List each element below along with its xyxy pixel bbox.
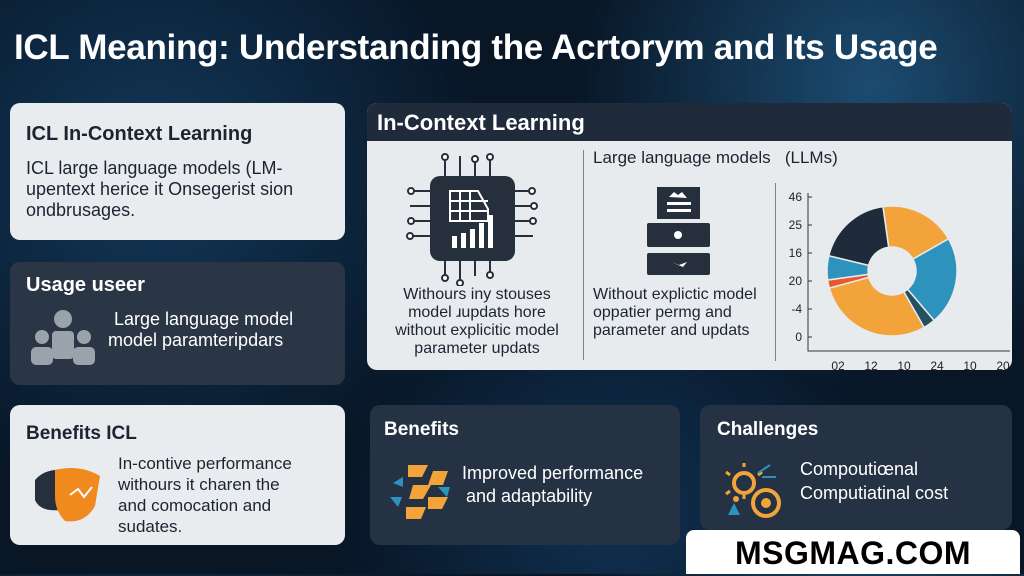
text-line: ondbrusages. <box>26 200 136 220</box>
y-tick-label: 0 <box>795 330 802 344</box>
donut-slice-orange-bottom <box>828 276 926 337</box>
puzzle-arrows-icon <box>390 465 450 519</box>
text-line: and comocation and <box>118 496 272 515</box>
card-heading: Usage useer <box>26 274 145 296</box>
chip-chart-icon <box>406 153 538 286</box>
card-body: In-contive performance withours it chare… <box>118 453 292 537</box>
card-body: Large language model model paramteripdar… <box>108 309 293 351</box>
text-line: withours it charen the <box>118 475 280 494</box>
card-body: ICL large language models (LM- upentext … <box>26 158 293 221</box>
text-line: Large language model <box>114 309 294 329</box>
watermark-logo: MSGMAG.COM <box>686 530 1020 574</box>
card-body: Improved performance and adaptability <box>462 462 643 508</box>
text-line: parameter updats <box>414 340 540 357</box>
donut-slice-navy <box>827 205 890 267</box>
stacked-layers-icon <box>647 187 710 275</box>
x-tick-label: 10 <box>897 359 911 370</box>
x-tick-label: 02 <box>831 359 845 370</box>
y-tick-label: 46 <box>789 190 803 204</box>
chart-axes <box>807 193 1010 352</box>
x-tick-label: 10 <box>963 359 977 370</box>
text-line: parameter and updats <box>593 322 750 339</box>
y-tick-label: 25 <box>789 218 803 232</box>
divider <box>583 150 584 360</box>
text-line: Computiatinal cost <box>800 483 949 503</box>
divider <box>775 183 776 361</box>
llm-title: Large language models (LLMs) <box>593 148 838 167</box>
text-line: sudates. <box>118 517 183 536</box>
panel-left-text: Withours iny stouses model ɹupdats hore … <box>377 286 577 358</box>
text-line: Improved performance <box>462 463 644 483</box>
card-benefits: Benefits Improved performance and adapta… <box>370 405 680 545</box>
card-body: Compoutiœnal Computiatinal cost <box>800 457 948 505</box>
card-heading: Benefits <box>384 419 459 440</box>
card-heading: ICL In-Context Learning <box>26 123 253 145</box>
text-line: In-contive performance <box>118 454 292 473</box>
text-line: without explicitic model <box>395 322 559 339</box>
card-challenges: Challenges Compoutiœnal Computiatinal co… <box>700 405 1012 530</box>
y-tick-label: 16 <box>789 246 803 260</box>
users-group-icon <box>31 310 95 365</box>
x-tick-label: 24 <box>930 359 944 370</box>
x-tick-label: 12 <box>864 359 878 370</box>
card-heading: Challenges <box>717 419 819 440</box>
page-title: ICL Meaning: Understanding the Acrtorym … <box>14 28 938 67</box>
card-benefits-icl: Benefits ICL In-contive performance with… <box>10 405 345 545</box>
text-line: oppatier permg and <box>593 304 732 321</box>
y-tick-label: -4 <box>791 302 802 316</box>
performance-shield-icon <box>35 468 100 522</box>
panel-middle-text: Without explictic model oppatier permg a… <box>593 286 757 340</box>
x-tick-label: 20 <box>996 359 1010 370</box>
text-line: Without explictic model <box>593 286 757 303</box>
in-context-learning-panel: In-Context Learning Withours iny stouses… <box>367 103 1012 370</box>
donut-slice-blue-right <box>906 237 958 322</box>
text-line: Withours iny stouses <box>403 286 551 303</box>
text-line: Compoutiœnal <box>800 459 919 479</box>
panel-heading: In-Context Learning <box>367 103 1012 141</box>
y-tick-label: 20 <box>789 274 803 288</box>
text-line: upentext herice it Onsegerist sion <box>26 179 294 199</box>
card-heading: Benefits ICL <box>26 423 137 444</box>
gear-cost-icon <box>725 463 781 518</box>
card-icl-definition: ICL In-Context Learning ICL large langua… <box>10 103 345 240</box>
text-line: model paramteripdars <box>108 330 284 350</box>
text-line: model ɹupdats hore <box>408 304 546 321</box>
text-line: and adaptability <box>466 486 593 506</box>
card-usage: Usage useer Large language model model p… <box>10 262 345 385</box>
text-line: ICL large language models (LM- <box>26 158 283 178</box>
